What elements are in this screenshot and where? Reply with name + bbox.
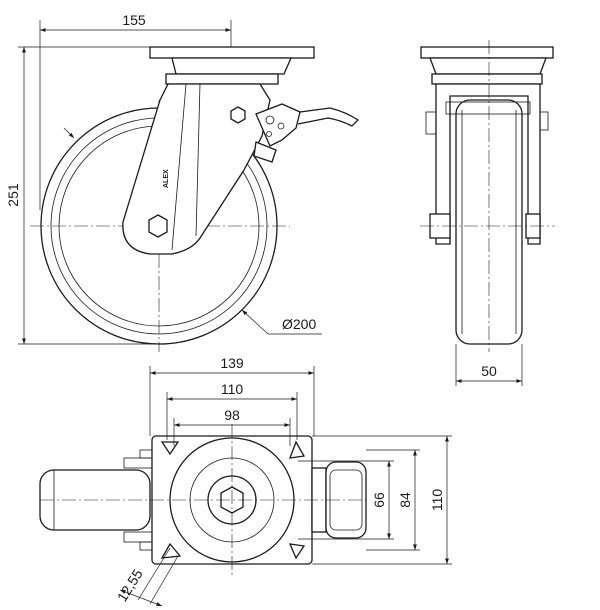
front-view: 50	[420, 40, 555, 386]
tread-arrow	[63, 127, 75, 139]
top-plate	[149, 46, 315, 59]
dim-label-110-side: 110	[429, 489, 445, 512]
dim-66: 66	[298, 460, 394, 540]
dim-110-side: 110	[312, 435, 452, 565]
dim-label-12-55: 12,55	[114, 566, 146, 604]
dim-label-139: 139	[220, 355, 244, 371]
dim-label-50: 50	[481, 363, 497, 379]
front-top-plate	[420, 46, 554, 59]
dim-diameter: Ø200	[241, 309, 322, 335]
dim-label-251: 251	[5, 183, 21, 207]
dim-251: 251	[5, 46, 159, 345]
dim-label-diameter: Ø200	[282, 316, 316, 332]
dim-label-84: 84	[397, 492, 413, 508]
fork-leg	[122, 83, 271, 255]
brand-label: ALEX	[163, 169, 170, 188]
dim-98: 98	[173, 407, 291, 446]
slot-bl	[160, 542, 182, 559]
slot-br	[288, 543, 306, 560]
brake-mechanism	[253, 103, 360, 163]
slot-tl	[160, 441, 180, 456]
dim-label-66: 66	[371, 492, 387, 508]
dim-label-98: 98	[224, 407, 240, 423]
axle-nut	[148, 214, 168, 238]
top-view: 139 110 98 66 84	[39, 355, 452, 607]
slot-tr	[289, 440, 306, 459]
dim-label-155: 155	[122, 12, 146, 28]
kingpin-nut	[230, 106, 246, 124]
dim-110-top: 110	[166, 381, 298, 440]
dim-84: 84	[366, 449, 420, 551]
dim-139: 139	[149, 355, 315, 436]
swivel-head	[171, 57, 292, 75]
dim-155: 155	[39, 12, 232, 210]
dim-50: 50	[455, 344, 523, 386]
dim-label-110: 110	[221, 381, 244, 397]
side-view: ALEX 155 251 Ø	[5, 12, 360, 352]
